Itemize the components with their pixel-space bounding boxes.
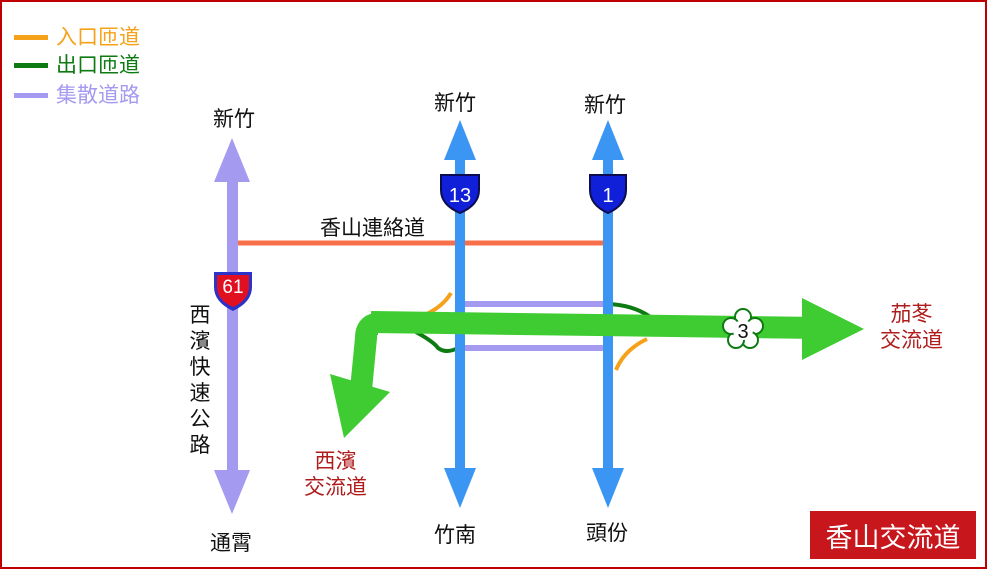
route-1-shield-icon <box>589 174 627 215</box>
route-61-south-label: 通霄 <box>210 531 252 555</box>
legend-exit: 出口匝道 <box>14 52 140 78</box>
legend-swatch-entrance <box>14 34 48 40</box>
route-1-north-label: 新竹 <box>584 93 626 117</box>
interchange-title: 香山交流道 <box>810 511 976 559</box>
route-13-shield-icon <box>440 174 480 215</box>
legend-label-collector: 集散道路 <box>56 83 140 107</box>
route-1-shield-number: 1 <box>602 185 613 207</box>
legend-swatch-exit <box>14 62 48 68</box>
route-61-road <box>214 138 250 514</box>
route-13-north-label: 新竹 <box>434 91 476 115</box>
route-61-north-label: 新竹 <box>213 107 255 131</box>
route-61-shield-icon <box>214 272 252 311</box>
freeway-3-shield-icon <box>722 308 764 349</box>
freeway-3-road <box>330 298 864 438</box>
freeway-3-shield-number: 3 <box>737 321 748 343</box>
route-61-shield-number: 61 <box>222 277 243 298</box>
legend-label-entrance: 入口匝道 <box>56 25 140 49</box>
connector-road-label: 香山連絡道 <box>320 216 425 240</box>
west-interchange-label: 西濱 交流道 <box>304 449 367 499</box>
route-13-south-label: 竹南 <box>434 523 476 547</box>
legend-swatch-collector <box>14 92 48 98</box>
interchange-title-text: 香山交流道 <box>825 522 961 554</box>
east-interchange-label: 茄苳 交流道 <box>880 302 943 352</box>
route-1-south-label: 頭份 <box>586 521 628 545</box>
route-61-name-label: 西濱快速公路 <box>189 303 211 457</box>
exit-ramp-west-bottom <box>415 330 459 353</box>
legend-entrance: 入口匝道 <box>14 24 140 50</box>
entrance-ramp-east-bottom <box>614 337 648 371</box>
legend-label-exit: 出口匝道 <box>56 53 140 77</box>
route-13-shield-number: 13 <box>449 185 471 207</box>
legend-collector: 集散道路 <box>14 82 140 108</box>
